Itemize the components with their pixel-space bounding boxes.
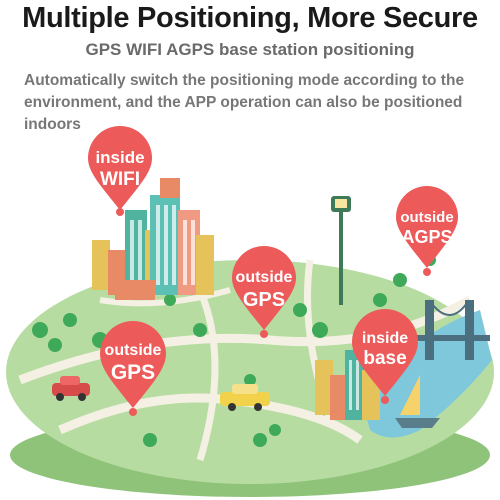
pin-label-1: outside	[105, 342, 162, 359]
buildings-left	[92, 178, 214, 300]
page-title: Multiple Positioning, More Secure	[22, 2, 478, 34]
pin-label-1: inside	[95, 148, 144, 167]
pin-label-2: GPS	[111, 361, 155, 384]
pin-label-2: AGPS	[401, 227, 452, 247]
pin-outside-agps: outside AGPS	[396, 186, 458, 276]
pin-label-2: GPS	[243, 289, 285, 311]
pin-label-1: inside	[362, 330, 408, 347]
description-text: Automatically switch the positioning mod…	[24, 72, 465, 133]
pin-label-1: outside	[236, 269, 293, 286]
bridge	[410, 299, 490, 360]
pin-outside-gps-center: outside GPS	[232, 246, 296, 338]
river	[360, 310, 492, 438]
buildings-right	[315, 350, 380, 420]
street-lamp	[331, 196, 351, 305]
sailboat	[395, 375, 440, 428]
page-subtitle: GPS WIFI AGPS base station positioning	[85, 40, 415, 59]
pin-label-2: base	[363, 348, 406, 369]
pin-outside-gps-left: outside GPS	[100, 321, 166, 416]
pin-label-2: WIFI	[100, 169, 140, 190]
pin-label-1: outside	[400, 209, 453, 226]
pin-inside-base: inside base	[352, 309, 418, 404]
car-taxi	[220, 384, 270, 411]
car-red	[52, 376, 90, 401]
pin-inside-wifi: inside WIFI	[88, 126, 152, 216]
